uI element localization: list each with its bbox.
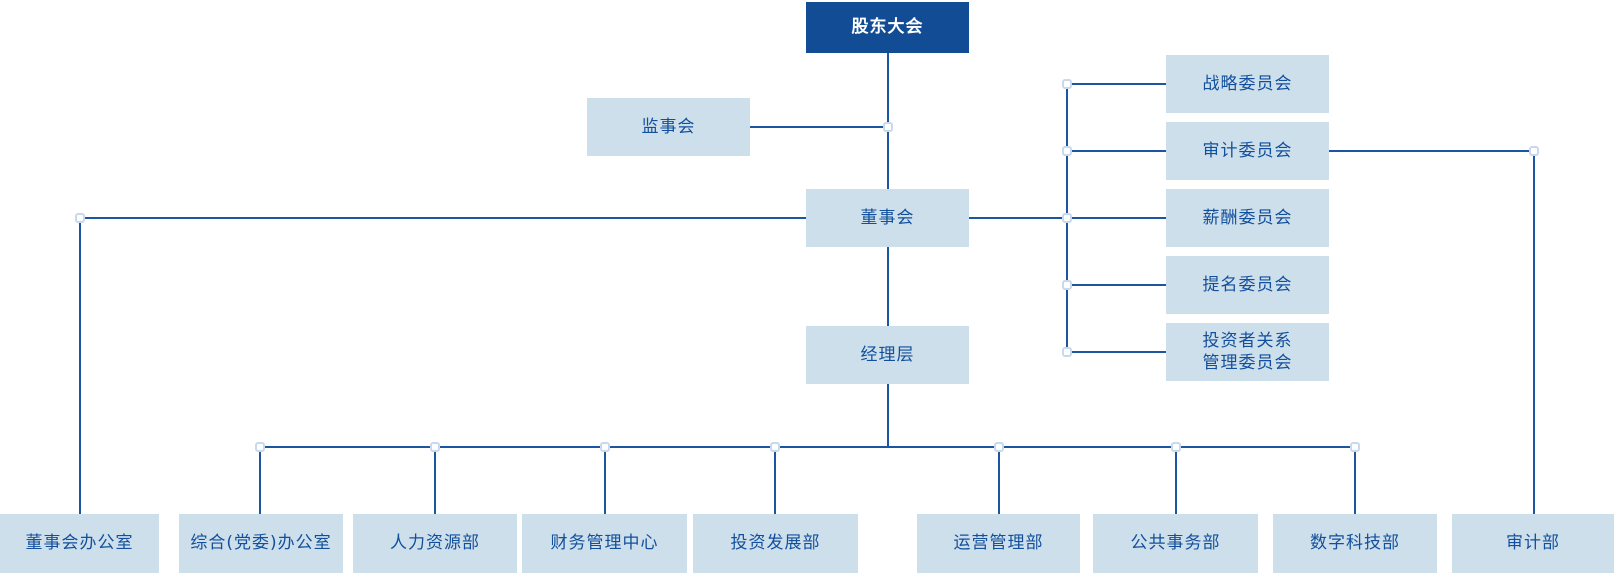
node-operations-management-dept: 运营管理部	[917, 514, 1080, 573]
connector-dept-drop-finance	[604, 447, 606, 514]
junction-dot	[255, 442, 265, 452]
junction-dot	[75, 213, 85, 223]
connector-board-management	[887, 247, 889, 326]
connector-stub-nomination	[1066, 284, 1166, 286]
connector-stub-investor	[1066, 351, 1166, 353]
node-digital-technology-dept: 数字科技部	[1273, 514, 1437, 573]
junction-dot	[1062, 146, 1072, 156]
node-nomination-committee: 提名委员会	[1166, 256, 1329, 314]
node-investor-relations-committee: 投资者关系 管理委员会	[1166, 323, 1329, 381]
connector-dept-drop-operations	[998, 447, 1000, 514]
connector-root-board	[887, 53, 889, 189]
connector-dept-drop-public	[1175, 447, 1177, 514]
junction-dot	[1062, 79, 1072, 89]
connector-dept-drop-general	[259, 447, 261, 514]
junction-dot	[1062, 213, 1072, 223]
connector-board-left	[79, 217, 806, 219]
connector-management-spine	[887, 384, 889, 447]
connector-dept-drop-investment	[774, 447, 776, 514]
connector-dept-drop-hr	[434, 447, 436, 514]
node-audit-dept: 审计部	[1452, 514, 1614, 573]
connector-dept-drop-digital	[1354, 447, 1356, 514]
node-shareholders-meeting: 股东大会	[806, 2, 969, 53]
node-general-party-office: 综合(党委)办公室	[179, 514, 343, 573]
junction-dot	[1171, 442, 1181, 452]
connector-board-office-drop	[79, 218, 81, 514]
connector-audit-right	[1329, 150, 1534, 152]
node-audit-committee: 审计委员会	[1166, 122, 1329, 180]
junction-dot	[883, 122, 893, 132]
connector-audit-dept-drop	[1533, 151, 1535, 514]
junction-dot	[1062, 347, 1072, 357]
node-remuneration-committee: 薪酬委员会	[1166, 189, 1329, 247]
junction-dot	[600, 442, 610, 452]
junction-dot	[1529, 146, 1539, 156]
connector-supervisory-board	[750, 126, 888, 128]
node-board-of-directors: 董事会	[806, 189, 969, 247]
node-management-layer: 经理层	[806, 326, 969, 384]
connector-department-spine	[259, 446, 1355, 448]
junction-dot	[430, 442, 440, 452]
connector-stub-strategy	[1066, 83, 1166, 85]
node-human-resources-dept: 人力资源部	[353, 514, 517, 573]
node-supervisory-board: 监事会	[587, 98, 750, 156]
node-investment-development-dept: 投资发展部	[693, 514, 858, 573]
connector-stub-audit	[1066, 150, 1166, 152]
node-financial-management-center: 财务管理中心	[522, 514, 687, 573]
node-board-office: 董事会办公室	[0, 514, 159, 573]
junction-dot	[770, 442, 780, 452]
node-strategy-committee: 战略委员会	[1166, 55, 1329, 113]
junction-dot	[994, 442, 1004, 452]
junction-dot	[1350, 442, 1360, 452]
node-public-affairs-dept: 公共事务部	[1093, 514, 1258, 573]
junction-dot	[1062, 280, 1072, 290]
